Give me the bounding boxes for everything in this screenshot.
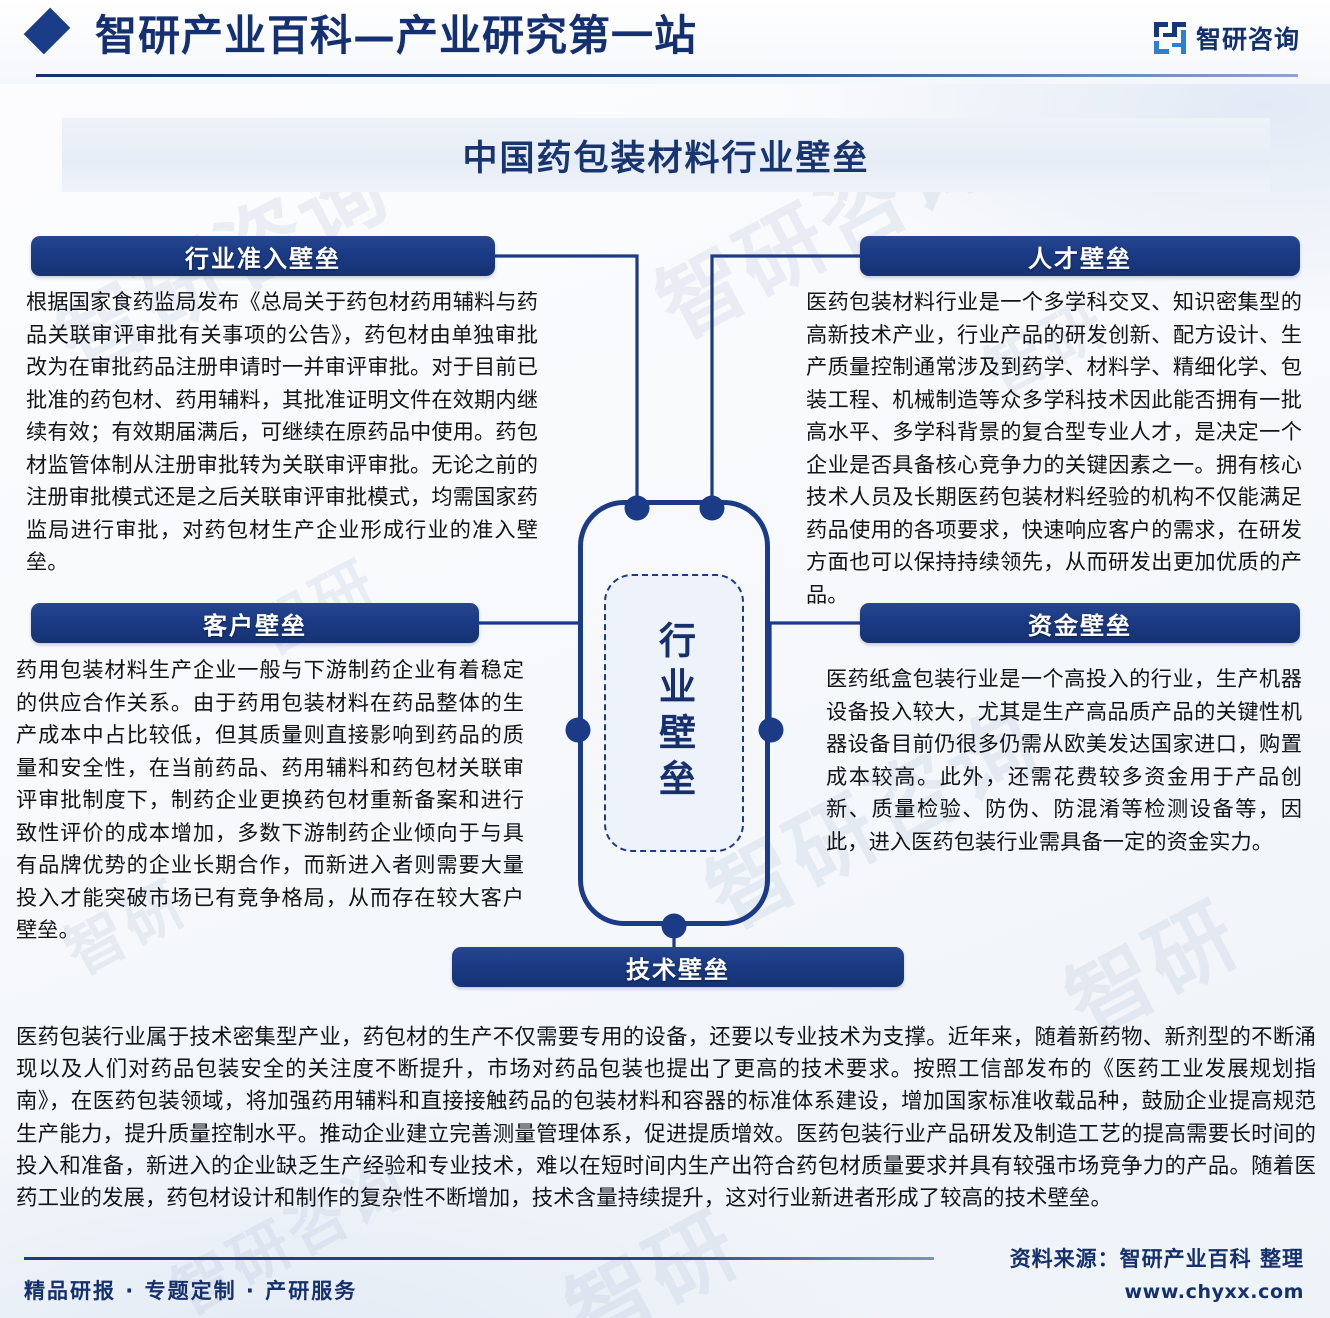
hub-inner-frame: 行业壁垒 (604, 574, 744, 852)
footer-url[interactable]: www.chyxx.com (1124, 1281, 1304, 1303)
zhiyan-logo-icon (1153, 21, 1187, 55)
panel-header-capital[interactable]: 资金壁垒 (860, 603, 1300, 643)
panel-header-customer[interactable]: 客户壁垒 (31, 603, 479, 643)
panel-body-capital: 医药纸盒包装行业是一个高投入的行业，生产机器设备投入较大，尤其是生产高品质产品的… (826, 666, 1302, 854)
panel-title-entry: 行业准入壁垒 (185, 244, 341, 273)
site-title: 智研产业百科—产业研究第一站 (95, 11, 698, 60)
panel-title-customer: 客户壁垒 (203, 611, 307, 640)
panel-body-entry: 根据国家食药监局发布《总局关于药包材药用辅料与药品关联审评审批有关事项的公告》，… (26, 289, 538, 574)
header-divider (36, 74, 1298, 77)
panel-title-talent: 人才壁垒 (1028, 244, 1132, 273)
footer-services: 精品研报 · 专题定制 · 产研服务 (24, 1279, 358, 1303)
panel-body-talent: 医药包装材料行业是一个多学科交叉、知识密集型的高新技术产业，行业产品的研发创新、… (806, 289, 1302, 607)
page-header: 智研产业百科—产业研究第一站 智研咨询 (0, 0, 1330, 84)
chart-title-band (62, 118, 1270, 192)
panel-header-talent[interactable]: 人才壁垒 (860, 236, 1300, 276)
hub-outer-frame (578, 500, 770, 926)
chart-title: 中国药包装材料行业壁垒 (462, 137, 870, 179)
panel-title-technology: 技术壁垒 (626, 955, 730, 984)
panel-header-technology[interactable]: 技术壁垒 (452, 947, 904, 987)
panel-body-customer: 药用包装材料生产企业一般与下游制药企业有着稳定的供应合作关系。由于药用包装材料在… (16, 657, 524, 942)
brand-logo-text: 智研咨询 (1195, 25, 1300, 54)
panel-header-entry[interactable]: 行业准入壁垒 (31, 236, 495, 276)
footer-divider (24, 1257, 934, 1260)
panel-title-capital: 资金壁垒 (1028, 611, 1132, 640)
hub-label: 行业壁垒 (652, 621, 697, 805)
footer-source: 资料来源：智研产业百科 整理 (1009, 1247, 1304, 1271)
panel-body-technology: 医药包装行业属于技术密集型产业，药包材的生产不仅需要专用的设备，还要以专业技术为… (16, 1025, 1316, 1212)
brand-logo[interactable]: 智研咨询 (1153, 20, 1300, 56)
